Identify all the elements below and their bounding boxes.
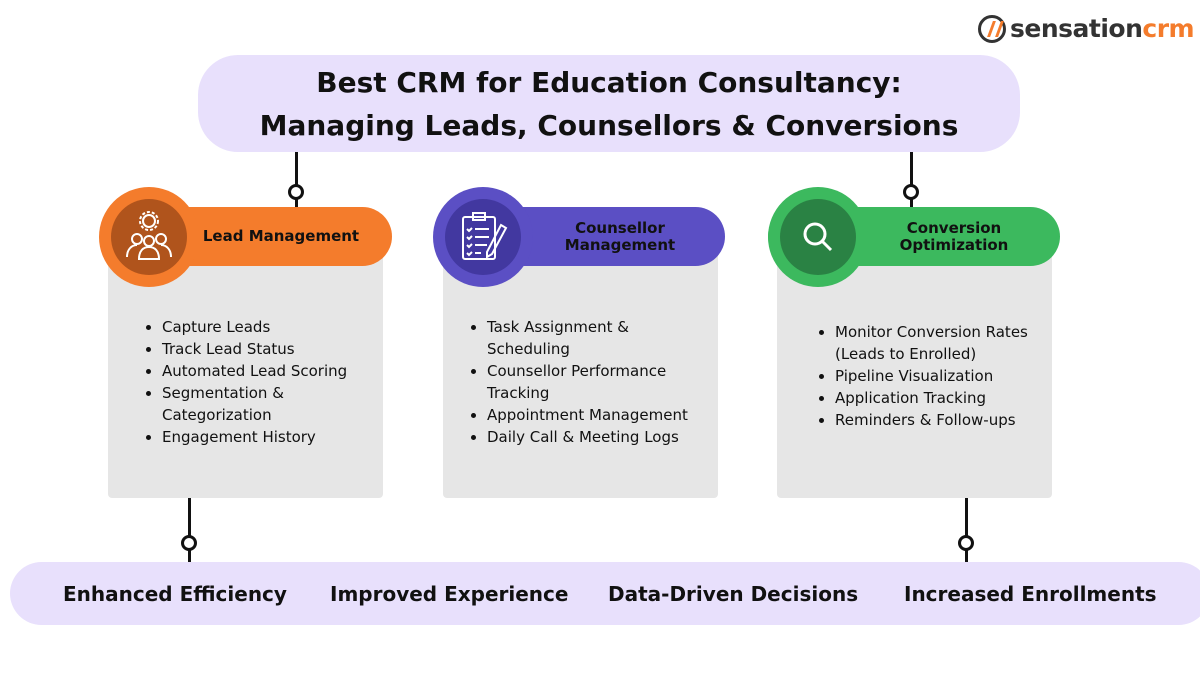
outcomes-bar: Enhanced Efficiency Improved Experience … (10, 562, 1200, 625)
list-item: Task Assignment & Scheduling (487, 316, 709, 360)
connector-line (910, 152, 913, 208)
list-item: Capture Leads (162, 316, 364, 338)
connector-knob (958, 535, 974, 551)
logo-mark-icon (978, 14, 1006, 43)
list-item: Pipeline Visualization (835, 365, 1037, 387)
list-item: Track Lead Status (162, 338, 364, 360)
connector-line (295, 152, 298, 208)
page-title: Best CRM for Education Consultancy: Mana… (198, 55, 1020, 152)
list-item: Automated Lead Scoring (162, 360, 364, 382)
list-item: Application Tracking (835, 387, 1037, 409)
clipboard-checklist-icon (462, 212, 508, 260)
list-item: Appointment Management (487, 404, 709, 426)
list-item: Engagement History (162, 426, 364, 448)
counsellor-management-badge (433, 187, 533, 287)
list-item: Reminders & Follow-ups (835, 409, 1037, 431)
list-item: Monitor Conversion Rates (Leads to Enrol… (835, 321, 1037, 365)
list-item: Daily Call & Meeting Logs (487, 426, 709, 448)
connector-line (188, 498, 191, 562)
list-item: Segmentation & Categorization (162, 382, 364, 426)
connector-knob (903, 184, 919, 200)
logo-text-accent: crm (1142, 14, 1195, 43)
team-gear-icon (126, 211, 172, 260)
lead-management-badge (99, 187, 199, 287)
outcome-label: Increased Enrollments (904, 581, 1157, 606)
list-item: Counsellor Performance Tracking (487, 360, 709, 404)
search-icon (803, 222, 833, 252)
connector-line (965, 498, 968, 562)
outcome-label: Enhanced Efficiency (63, 581, 287, 606)
conversion-optimization-badge (768, 187, 868, 287)
outcome-label: Data-Driven Decisions (608, 581, 859, 606)
connector-knob (288, 184, 304, 200)
connector-knob (181, 535, 197, 551)
counsellor-management-card: Task Assignment & Scheduling Counsellor … (443, 240, 718, 498)
logo-text: sensation (1010, 14, 1143, 43)
outcome-label: Improved Experience (330, 581, 569, 606)
